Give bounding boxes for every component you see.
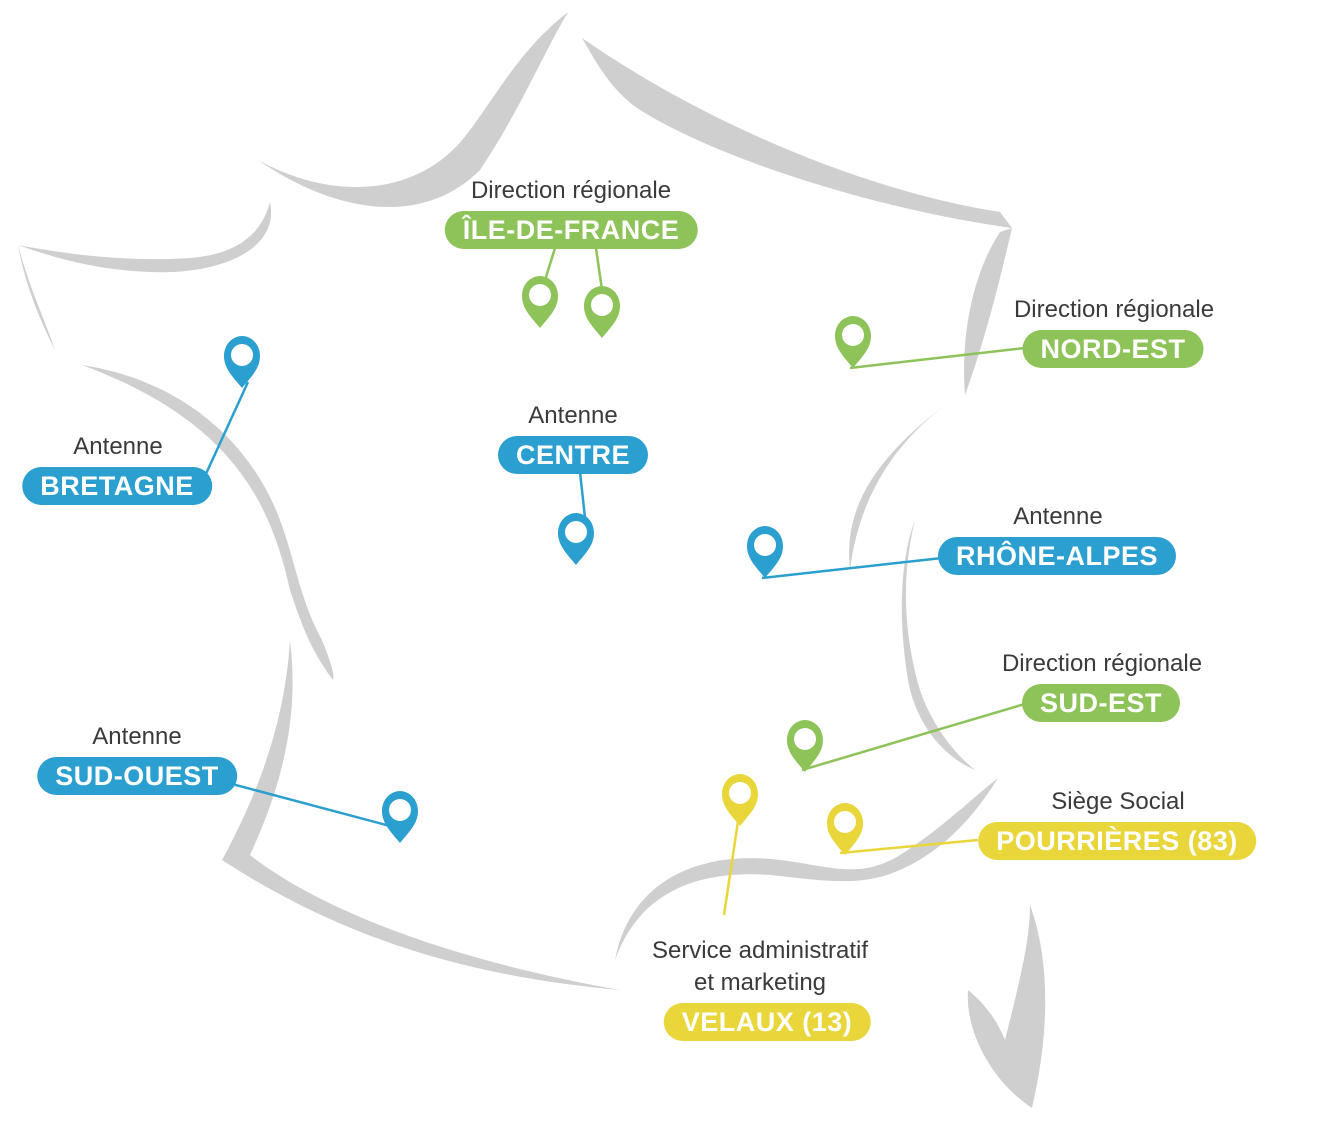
velaux-badge[interactable]: VELAUX (13) [663, 1003, 871, 1041]
velaux-caption-line1: Service administratif [651, 937, 869, 964]
sudouest-badge[interactable]: SUD-OUEST [37, 757, 237, 795]
map-pin-icon[interactable] [835, 316, 871, 368]
siege-caption: Siège Social [1051, 788, 1185, 815]
map-pin-icon[interactable] [522, 276, 558, 328]
leader-rhone [761, 556, 943, 580]
centre-badge[interactable]: CENTRE [497, 436, 649, 474]
leader-nordest [849, 346, 1026, 370]
outline-corsica [967, 905, 1046, 1108]
map-pin-icon[interactable] [827, 803, 863, 855]
bretagne-caption: Antenne [73, 433, 163, 460]
outline-atlantic-upper [82, 365, 334, 680]
outline-mediterranean [615, 778, 998, 960]
map-pin-icon[interactable] [722, 774, 758, 826]
country-outline [18, 12, 1046, 1108]
idf-badge[interactable]: ÎLE-DE-FRANCE [444, 211, 698, 249]
leader-centre [578, 471, 587, 519]
rhone-badge[interactable]: RHÔNE-ALPES [937, 537, 1177, 575]
outline-east-upper [964, 228, 1012, 395]
leader-sudouest [231, 782, 391, 828]
bretagne-badge[interactable]: BRETAGNE [22, 467, 212, 505]
outline-north-coast [258, 12, 568, 208]
map-pin-icon[interactable] [747, 526, 783, 578]
leader-bretagne [203, 381, 250, 477]
outline-northeast [582, 38, 1012, 228]
leader-siege [839, 838, 979, 855]
map-pin-icon[interactable] [558, 513, 594, 565]
outline-atlantic-lower [222, 640, 620, 990]
rhone-caption: Antenne [1013, 503, 1103, 530]
outline-brittany-north [18, 202, 272, 273]
sudest-badge[interactable]: SUD-EST [1021, 684, 1181, 722]
leader-velaux [722, 807, 742, 916]
siege-badge[interactable]: POURRIÈRES (83) [978, 822, 1256, 860]
velaux-caption-line2: et marketing [693, 969, 827, 996]
idf-caption: Direction régionale [470, 177, 672, 204]
centre-caption: Antenne [528, 402, 618, 429]
map-pin-icon[interactable] [584, 286, 620, 338]
pins [224, 276, 871, 855]
leader-idf-2 [594, 247, 604, 291]
leader-lines [203, 247, 1029, 916]
map-pin-icon[interactable] [382, 791, 418, 843]
leader-sudest [801, 701, 1029, 772]
sudouest-caption: Antenne [92, 723, 182, 750]
outline-brittany-west [18, 245, 55, 350]
outline-east-mid [849, 405, 945, 570]
nordest-badge[interactable]: NORD-EST [1022, 330, 1204, 368]
outline-alps [901, 520, 975, 770]
sudest-caption: Direction régionale [1001, 650, 1203, 677]
map-pin-icon[interactable] [224, 336, 260, 388]
nordest-caption: Direction régionale [1013, 296, 1215, 323]
